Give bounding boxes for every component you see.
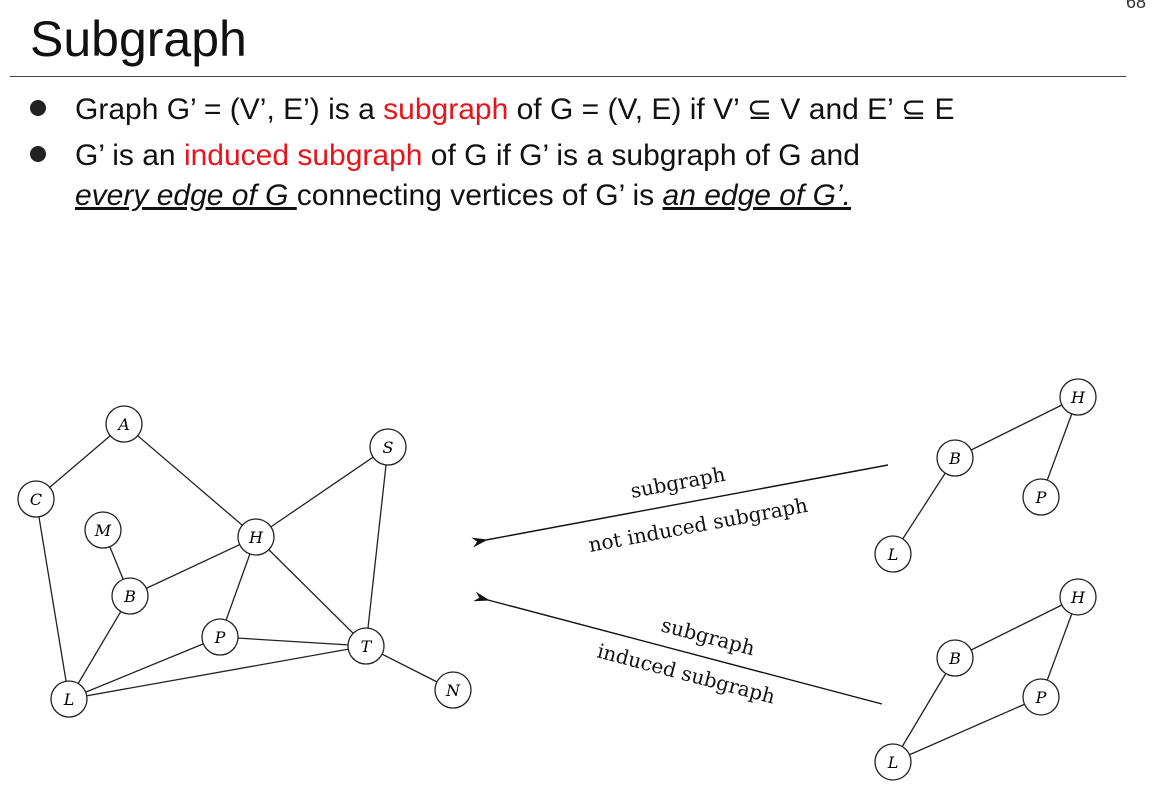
graph-g-edge-a-h [123,423,257,538]
graph-top-node-l [874,535,912,573]
arrow-top: subgraph not induced subgraph [471,462,889,557]
graph-g-edge-h-s [255,446,389,538]
graph-g-node-a [105,405,143,443]
graph-g-node-h [237,518,275,556]
graph-top-node-p [1022,478,1060,516]
graph-g-node-label-a: A [116,415,130,434]
graph-top-edge-b-l [892,457,956,555]
bullet-dot [30,100,46,116]
graph-g-node-label-m: M [94,521,112,540]
emphasis-an-edge-of-g-prime: an edge of G’. [662,179,851,212]
graph-top-edge-b-h [954,396,1079,459]
graph-bottom-node-label-h: H [1070,588,1086,607]
bullet-text: Graph G’ = (V’, E’) is a [75,93,384,126]
graph-top-node-label-b: B [948,449,961,468]
bullet-dot [30,146,46,162]
graph-g-node-label-n: N [445,681,461,700]
graph-g-node-label-c: C [30,490,42,509]
highlight-term-induced-subgraph: induced subgraph [183,139,423,172]
graph-g-edge-p-l [68,636,221,700]
bullet-induced-subgraph-definition: G’ is an induced subgraph of G if G’ is … [20,136,1130,216]
bullet-subgraph-definition: Graph G’ = (V’, E’) is a subgraph of G =… [20,90,1130,130]
arrow-bottom-label-above: subgraph [659,613,758,661]
graph-g-node-c [17,480,55,518]
graph-g-edge-a-c [35,423,125,500]
graph-g-node-label-h: H [248,528,264,547]
graph-bottom-edge-b-l [892,657,956,763]
bullet-text: of G = (V, E) if V’ ⊆ V and E’ ⊆ E [508,93,955,126]
graph-g-edge-b-l [68,595,131,700]
graph-bottom-node-label-b: B [948,649,961,668]
graph-top-right: H B P L [874,378,1097,573]
graph-g-edge-c-l [35,498,70,700]
graph-g-node-label-b: B [123,587,136,606]
arrow-top-line [471,464,889,548]
graph-top-node-label-l: L [887,545,899,564]
graph-g-node-l [50,680,88,718]
graph-top-node-label-h: H [1070,388,1086,407]
graph-g-node-label-s: S [383,438,394,457]
graph-g-node-s [369,428,407,466]
graph-g-node-b [111,577,149,615]
graph-bottom-node-h [1059,578,1097,616]
arrow-bottom-line [473,591,883,705]
graph-g-edge-p-t [219,636,367,647]
graph-bottom-node-label-p: P [1035,688,1047,707]
graph-g-edge-h-t [255,536,367,647]
graph-g-node-m [84,511,122,549]
graph-g-node-n [434,671,472,709]
graph-bottom-node-label-l: L [887,753,899,772]
bullet-text: of G if G’ is a subgraph of G and [422,139,860,172]
arrow-bottom: subgraph induced subgraph [473,591,883,709]
graph-g-edge-b-h [129,536,257,597]
graph-g-node-t [347,627,385,665]
bullet-text: G’ is an [75,139,184,172]
graph-bottom-right: H B P L [874,578,1097,781]
arrow-top-label-below: not induced subgraph [587,493,810,557]
slide-title: Subgraph [30,11,247,67]
page-number: 68 [1126,0,1147,12]
graph-g-edge-l-t [68,645,367,700]
graph-g-node-label-p: P [214,628,226,647]
graph-bottom-node-l [874,743,912,781]
graph-top-node-label-p: P [1035,488,1047,507]
graph-g-node-label-l: L [63,690,75,709]
title-divider [10,76,1126,77]
bullet-list: Graph G’ = (V’, E’) is a subgraph of G =… [20,90,1130,222]
graph-g-node-p [201,618,239,656]
bullet-text: connecting vertices of G’ is [296,179,663,212]
graph-g: A C M B H S P T L N [17,405,472,718]
graph-g-node-label-t: T [361,637,373,656]
graph-g-edge-s-t [365,446,389,647]
graph-bottom-node-b [936,639,974,677]
graph-bottom-edge-l-p [892,696,1042,763]
highlight-term-subgraph: subgraph [383,93,509,126]
graph-bottom-node-p [1022,678,1060,716]
graph-top-node-h [1059,378,1097,416]
graph-top-node-b [936,439,974,477]
graph-bottom-edge-b-h [954,596,1079,659]
emphasis-every-edge-of-g: every edge of G [75,179,297,212]
arrow-top-label-above: subgraph [629,462,728,503]
